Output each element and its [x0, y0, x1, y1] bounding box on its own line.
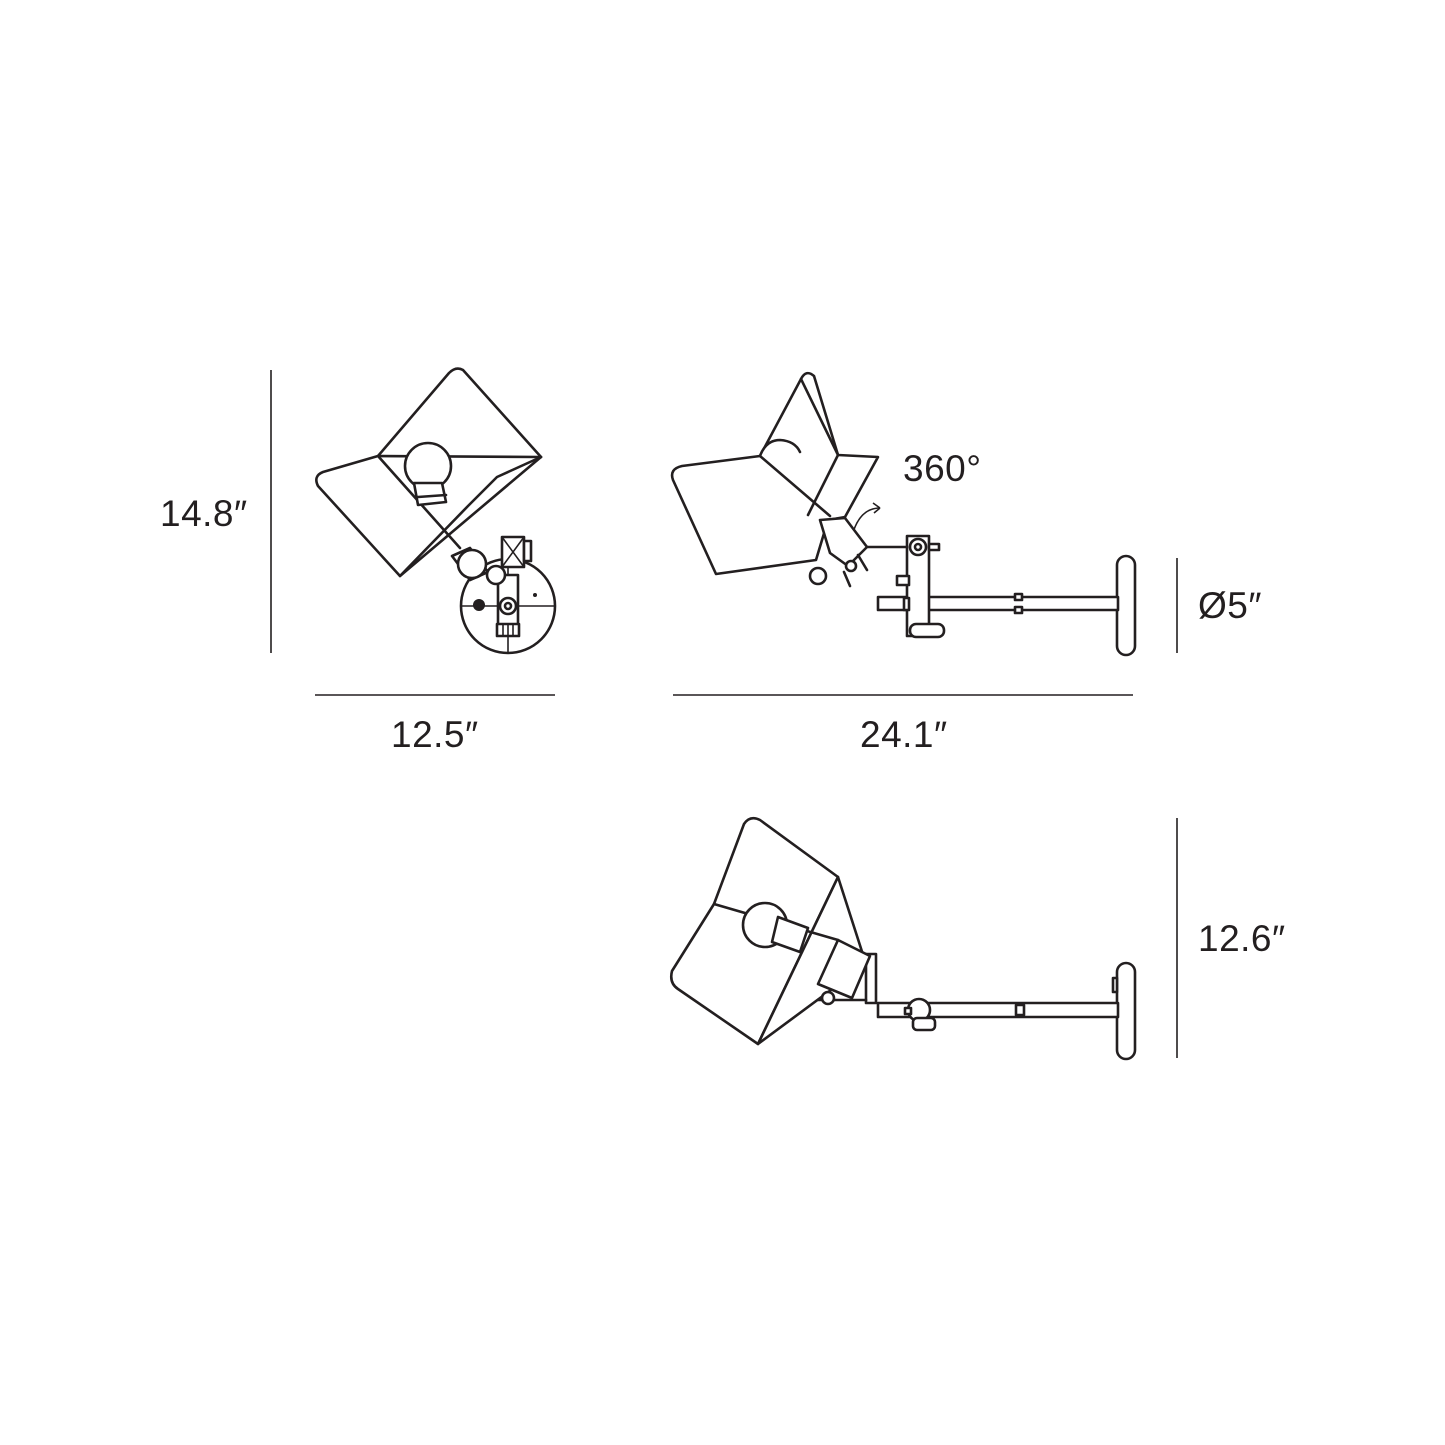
rotation-label: 360°	[903, 448, 982, 489]
wall-plate-alt	[1115, 961, 1137, 1061]
backplate-diameter-label: Ø5″	[1198, 585, 1262, 626]
swing-arm	[876, 595, 1120, 612]
swing-arm-alt	[876, 1001, 1120, 1019]
front-view-lamp	[270, 367, 557, 696]
screw-dot	[473, 599, 485, 611]
wall-plate-side	[1115, 554, 1137, 657]
front-height-label: 14.8″	[160, 493, 248, 534]
alt-height-label: 12.6″	[1198, 918, 1286, 959]
side-view-lamp	[670, 371, 1178, 696]
front-width-label: 12.5″	[391, 714, 479, 755]
alternate-view-lamp	[669, 816, 1178, 1061]
side-depth-label: 24.1″	[860, 714, 948, 755]
